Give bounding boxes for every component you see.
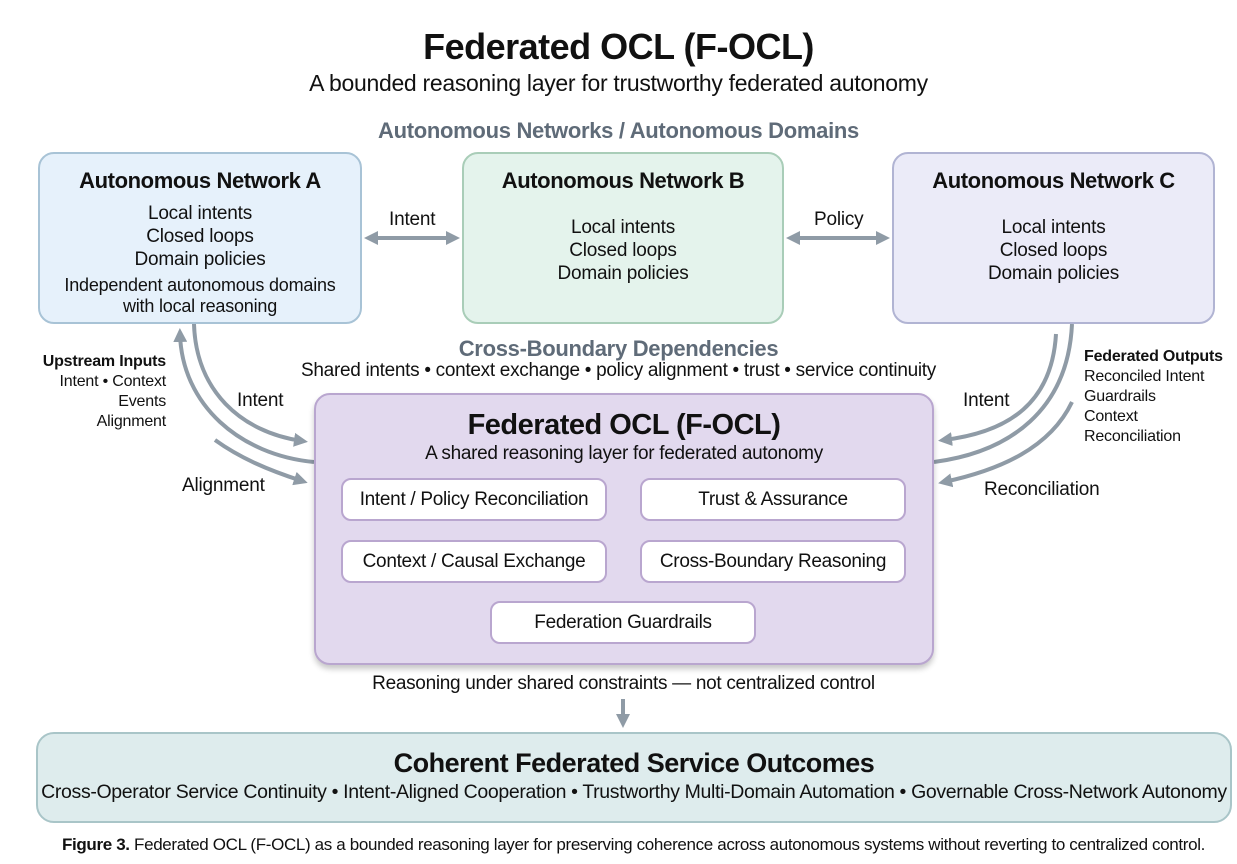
focl-title: Federated OCL (F-OCL) [467, 409, 781, 441]
network-a-line: Local intents [147, 203, 253, 224]
network-a-box: Autonomous Network A Local intents Close… [38, 152, 362, 324]
network-a-note-line: with local reasoning [122, 296, 278, 316]
component-intent-policy-reconciliation: Intent / Policy Reconciliation [341, 478, 607, 521]
network-b-box: Autonomous Network B Local intents Close… [462, 152, 784, 324]
upstream-inputs: Upstream Inputs Intent • Context Events … [20, 352, 166, 432]
outcomes-line: Cross-Operator Service Continuity • Inte… [41, 781, 1227, 803]
outputs-line: Reconciliation [1084, 428, 1181, 445]
upstream-heading: Upstream Inputs [42, 353, 166, 370]
outputs-arrow-label-reconciliation: Reconciliation [984, 479, 1100, 500]
component-federation-guardrails: Federation Guardrails [490, 601, 756, 644]
network-a-title: Autonomous Network A [79, 168, 321, 193]
federated-outputs: Federated Outputs Reconciled Intent Guar… [1084, 347, 1234, 447]
network-b-title: Autonomous Network B [501, 168, 745, 193]
outputs-line: Guardrails [1084, 388, 1156, 405]
network-a-line: Domain policies [134, 249, 266, 270]
network-c-box: Autonomous Network C Local intents Close… [892, 152, 1215, 324]
upstream-arrow-label-intent: Intent [237, 390, 284, 411]
network-a-note: Independent autonomous domains with loca… [40, 275, 360, 317]
focl-subtitle: A shared reasoning layer for federated a… [425, 443, 823, 464]
focl-box: Federated OCL (F-OCL) A shared reasoning… [314, 393, 934, 665]
component-trust-assurance: Trust & Assurance [640, 478, 906, 521]
network-c-line: Domain policies [987, 263, 1120, 284]
upstream-line: Events [118, 393, 166, 410]
network-b-line: Local intents [570, 217, 676, 238]
focl-note: Reasoning under shared constraints — not… [372, 673, 875, 694]
caption-label: Figure 3. [61, 835, 130, 854]
component-cross-boundary-reasoning: Cross-Boundary Reasoning [640, 540, 906, 583]
dependencies-heading: Cross-Boundary Dependencies [458, 336, 779, 361]
link-label-b-c: Policy [814, 209, 864, 230]
section-heading: Autonomous Networks / Autonomous Domains [378, 118, 859, 143]
link-label-a-b: Intent [389, 209, 436, 230]
network-b-line: Closed loops [569, 240, 677, 261]
outputs-line: Reconciled Intent [1084, 368, 1205, 385]
arrow-output-reconciliation [938, 401, 1074, 488]
caption-text: Federated OCL (F-OCL) as a bounded reaso… [129, 835, 1205, 854]
outputs-line: Context [1084, 408, 1138, 425]
network-a-note-line: Independent autonomous domains [64, 275, 336, 295]
outputs-arrow-label-intent: Intent [963, 390, 1010, 411]
network-b-line: Domain policies [557, 263, 689, 284]
outputs-heading: Federated Outputs [1084, 348, 1223, 365]
dependencies-line: Shared intents • context exchange • poli… [301, 360, 936, 381]
network-c-line: Local intents [1001, 217, 1106, 238]
page-subtitle: A bounded reasoning layer for trustworth… [309, 70, 928, 96]
network-c-line: Closed loops [999, 240, 1108, 261]
upstream-line: Intent • Context [59, 373, 167, 390]
figure-caption: Figure 3. Federated OCL (F-OCL) as a bou… [0, 835, 1237, 855]
upstream-arrow-label-alignment: Alignment [182, 475, 265, 496]
network-a-line: Closed loops [146, 226, 254, 247]
outcomes-title: Coherent Federated Service Outcomes [393, 748, 875, 778]
upstream-line: Alignment [96, 413, 167, 430]
outcomes-box: Coherent Federated Service Outcomes Cros… [36, 732, 1232, 823]
component-context-causal-exchange: Context / Causal Exchange [341, 540, 607, 583]
page-title: Federated OCL (F-OCL) [423, 26, 814, 67]
network-c-title: Autonomous Network C [932, 168, 1175, 193]
